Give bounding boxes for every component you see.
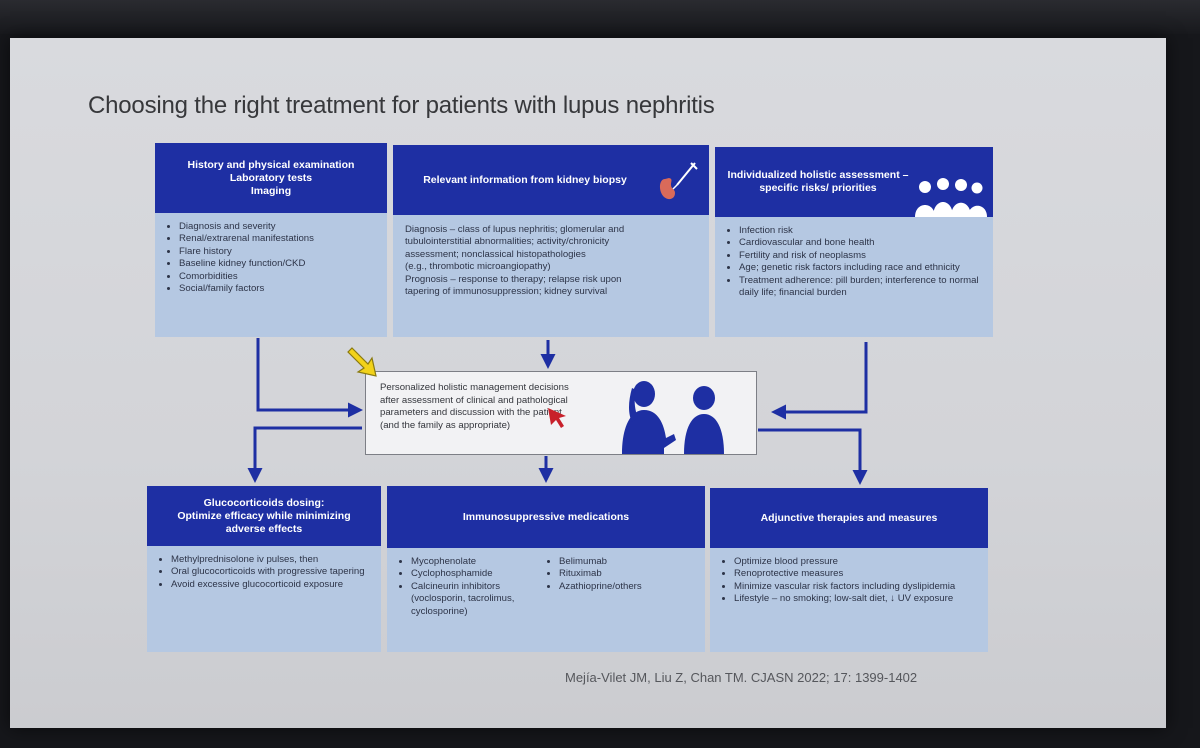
panel-header: History and physical examination Laborat… (155, 143, 387, 213)
panel-header: Relevant information from kidney biopsy (393, 145, 709, 215)
list-item: Azathioprine/others (559, 581, 695, 593)
panel-history-exam: History and physical examination Laborat… (155, 143, 387, 337)
text-line: after assessment of clinical and patholo… (380, 394, 568, 406)
list-item: Cyclophosphamide (411, 568, 547, 580)
text-line: Diagnosis – class of lupus nephritis; gl… (405, 224, 625, 235)
list-item: Diagnosis and severity (179, 221, 377, 233)
list-item: Oral glucocorticoids with progressive ta… (171, 566, 371, 578)
list-item: Renoprotective measures (734, 568, 978, 580)
header-line: History and physical examination (187, 158, 355, 171)
text-line: parameters and discussion with the patie… (380, 407, 562, 418)
list-item: Baseline kidney function/CKD (179, 258, 377, 270)
text-line: Personalized holistic management decisio… (380, 382, 569, 393)
list-item: Treatment adherence: pill burden; interf… (739, 275, 983, 300)
list-item: Flare history (179, 246, 377, 258)
citation: Mejía-Vilet JM, Liu Z, Chan TM. CJASN 20… (565, 670, 918, 685)
panel-header: Glucocorticoids dosing: Optimize efficac… (147, 486, 381, 546)
arrow-right-to-center (771, 342, 868, 420)
panel-body: Diagnosis and severity Renal/extrarenal … (155, 213, 387, 337)
text-line: tapering of immunosuppression; kidney su… (405, 286, 608, 298)
panel-holistic-assessment: Individualized holistic assessment – spe… (715, 147, 993, 337)
text-line: tubulointerstitial abnormalities; activi… (405, 236, 610, 248)
doctor-patient-icon (622, 381, 724, 454)
list-item: Fertility and risk of neoplasms (739, 250, 983, 262)
list-item: Methylprednisolone iv pulses, then (171, 554, 371, 566)
header-line: Optimize efficacy while minimizing (177, 509, 351, 522)
panel-header: Individualized holistic assessment – spe… (715, 147, 993, 217)
panel-header: Immunosuppressive medications (387, 486, 705, 548)
panel-adjunctive: Adjunctive therapies and measures Optimi… (710, 488, 988, 652)
slide-title: Choosing the right treatment for patient… (88, 92, 715, 119)
list-item: Optimize blood pressure (734, 556, 978, 568)
header-line: Laboratory tests (229, 171, 313, 184)
arrow-center-to-adjunctive (758, 428, 868, 485)
panel-body: Infection risk Cardiovascular and bone h… (715, 217, 993, 337)
list-item: Minimize vascular risk factors including… (734, 581, 978, 593)
text-line: Prognosis – response to therapy; relapse… (405, 273, 622, 285)
list-item: Mycophenolate (411, 556, 547, 568)
panel-glucocorticoids: Glucocorticoids dosing: Optimize efficac… (147, 486, 381, 652)
header-line: specific risks/ priorities (759, 182, 877, 194)
panel-body: Diagnosis – class of lupus nephritis; gl… (393, 215, 709, 337)
list-item: Calcineurin inhibitors (voclosporin, tac… (411, 581, 547, 618)
panel-immunosuppressive: Immunosuppressive medications Mycophenol… (387, 486, 705, 652)
list-item: Social/family factors (179, 283, 377, 295)
panel-kidney-biopsy: Relevant information from kidney biopsy … (393, 145, 709, 337)
text-line: (and the family as appropriate) (380, 419, 511, 431)
panel-body: Mycophenolate Cyclophosphamide Calcineur… (387, 548, 705, 652)
management-decision-box: Personalized holistic management decisio… (365, 371, 757, 455)
panel-body: Methylprednisolone iv pulses, then Oral … (147, 546, 381, 652)
list-item: Infection risk (739, 225, 983, 237)
kidney-biopsy-icon (659, 162, 698, 200)
people-group-icon (915, 178, 987, 217)
list-item: Avoid excessive glucocorticoid exposure (171, 579, 371, 591)
header-line: Glucocorticoids dosing: (203, 496, 325, 509)
list-item: Comorbidities (179, 271, 377, 283)
header-line: Immunosuppressive medications (462, 510, 630, 523)
arrow-center-to-glucocorticoids (247, 426, 362, 483)
list-item: Rituximab (559, 568, 695, 580)
header-line: Imaging (250, 184, 292, 197)
list-item: Renal/extrarenal manifestations (179, 233, 377, 245)
header-line: Relevant information from kidney biopsy (423, 173, 627, 186)
text-line: (e.g., thrombotic microangiopathy) (405, 261, 551, 273)
header-line: Adjunctive therapies and measures (760, 511, 938, 524)
decision-text: Personalized holistic management decisio… (380, 382, 625, 432)
list-item: Belimumab (559, 556, 695, 568)
text-line: assessment; nonclassical histopathologie… (405, 248, 586, 260)
list-item: Lifestyle – no smoking; low-salt diet, ↓… (734, 593, 978, 605)
list-item: Age; genetic risk factors including race… (739, 262, 983, 274)
cursor-icon (548, 408, 566, 428)
pointer-arrow-icon (347, 347, 377, 377)
panel-body: Optimize blood pressure Renoprotective m… (710, 548, 988, 652)
list-item: Cardiovascular and bone health (739, 237, 983, 249)
header-line: Individualized holistic assessment – (727, 169, 909, 181)
arrow-left-to-center (256, 338, 363, 418)
panel-header: Adjunctive therapies and measures (710, 488, 988, 548)
header-line: adverse effects (225, 522, 303, 535)
room-ceiling (0, 0, 1200, 34)
